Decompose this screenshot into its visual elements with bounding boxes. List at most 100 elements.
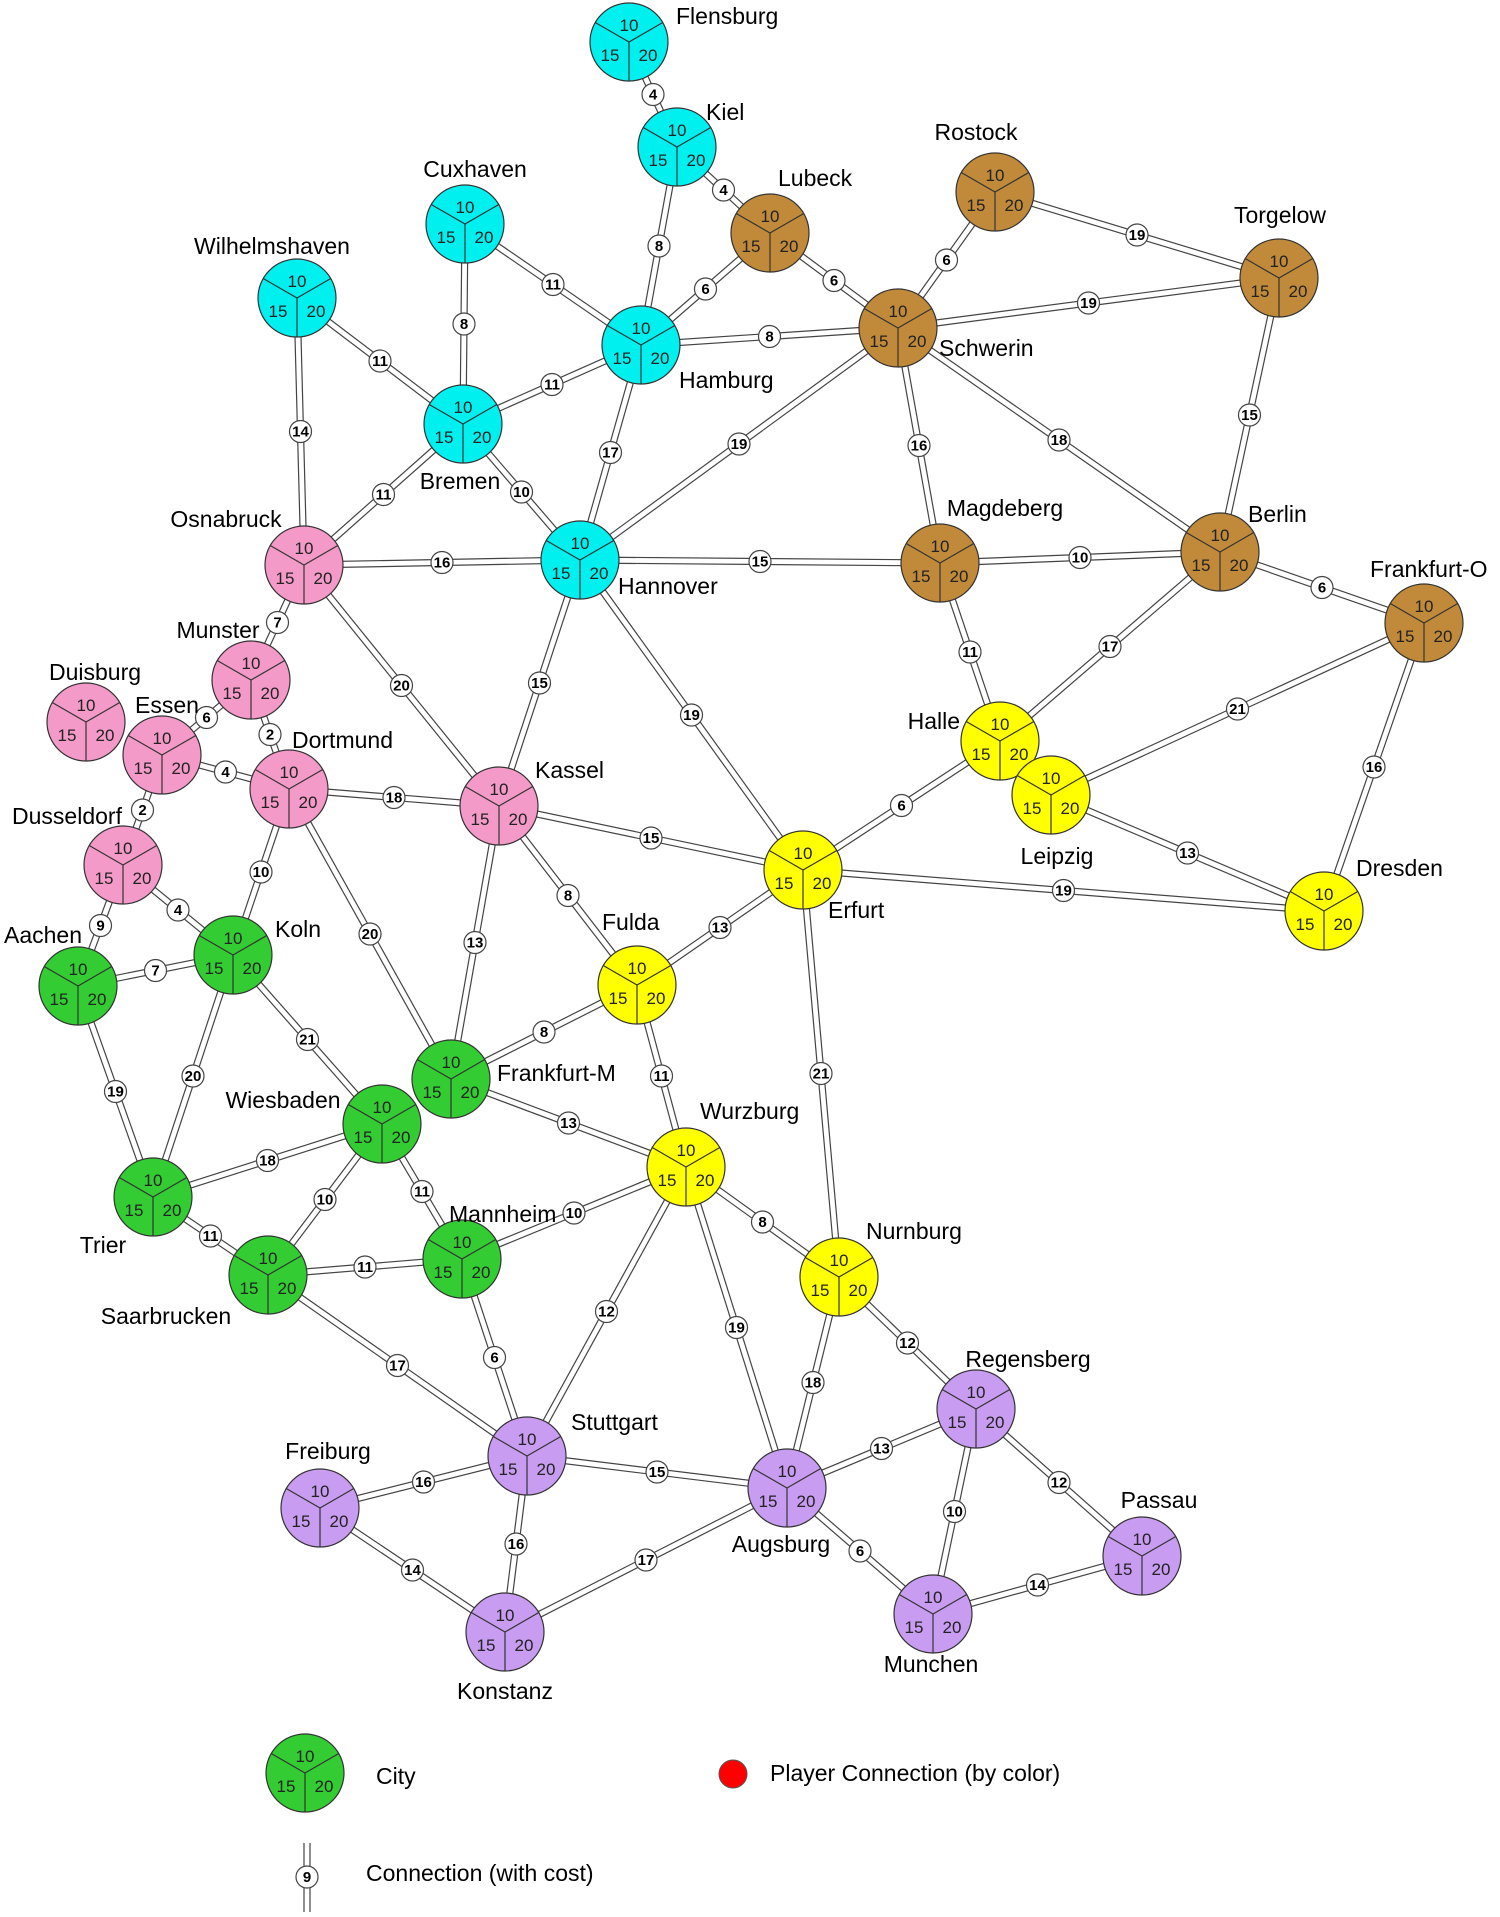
slot-10[interactable]: 10 [259,1249,278,1268]
slot-15[interactable]: 15 [95,869,114,888]
slot-10[interactable]: 10 [1415,597,1434,616]
slot-10[interactable]: 10 [288,272,307,291]
slot-15[interactable]: 15 [948,1413,967,1432]
slot-20[interactable]: 20 [475,228,494,247]
slot-20[interactable]: 20 [1434,627,1453,646]
slot-15[interactable]: 15 [905,1618,924,1637]
slot-10[interactable]: 10 [296,1747,315,1766]
slot-20[interactable]: 20 [515,1636,534,1655]
slot-20[interactable]: 20 [537,1460,556,1479]
slot-15[interactable]: 15 [292,1512,311,1531]
slot-20[interactable]: 20 [330,1512,349,1531]
slot-20[interactable]: 20 [472,1263,491,1282]
slot-10[interactable]: 10 [628,959,647,978]
slot-15[interactable]: 15 [742,237,761,256]
slot-20[interactable]: 20 [473,428,492,447]
slot-15[interactable]: 15 [601,46,620,65]
slot-10[interactable]: 10 [924,1588,943,1607]
slot-20[interactable]: 20 [88,990,107,1009]
slot-20[interactable]: 20 [299,793,318,812]
slot-10[interactable]: 10 [242,654,261,673]
slot-15[interactable]: 15 [276,569,295,588]
slot-20[interactable]: 20 [96,726,115,745]
slot-10[interactable]: 10 [518,1430,537,1449]
slot-10[interactable]: 10 [571,534,590,553]
slot-20[interactable]: 20 [1334,915,1353,934]
slot-15[interactable]: 15 [125,1201,144,1220]
slot-20[interactable]: 20 [163,1201,182,1220]
slot-10[interactable]: 10 [778,1462,797,1481]
slot-20[interactable]: 20 [651,349,670,368]
slot-20[interactable]: 20 [133,869,152,888]
slot-20[interactable]: 20 [461,1083,480,1102]
slot-10[interactable]: 10 [986,166,1005,185]
slot-20[interactable]: 20 [647,989,666,1008]
slot-20[interactable]: 20 [261,684,280,703]
slot-10[interactable]: 10 [496,1606,515,1625]
slot-15[interactable]: 15 [811,1281,830,1300]
slot-20[interactable]: 20 [314,569,333,588]
slot-15[interactable]: 15 [1023,799,1042,818]
slot-15[interactable]: 15 [354,1128,373,1147]
slot-20[interactable]: 20 [590,564,609,583]
slot-10[interactable]: 10 [1042,769,1061,788]
slot-10[interactable]: 10 [114,839,133,858]
slot-15[interactable]: 15 [261,793,280,812]
slot-15[interactable]: 15 [471,810,490,829]
slot-20[interactable]: 20 [908,332,927,351]
slot-15[interactable]: 15 [223,684,242,703]
slot-20[interactable]: 20 [696,1171,715,1190]
slot-10[interactable]: 10 [761,207,780,226]
slot-20[interactable]: 20 [1289,282,1308,301]
slot-15[interactable]: 15 [58,726,77,745]
slot-20[interactable]: 20 [243,959,262,978]
slot-15[interactable]: 15 [1114,1560,1133,1579]
slot-15[interactable]: 15 [269,302,288,321]
slot-10[interactable]: 10 [224,929,243,948]
slot-15[interactable]: 15 [972,745,991,764]
slot-15[interactable]: 15 [609,989,628,1008]
slot-10[interactable]: 10 [490,780,509,799]
slot-10[interactable]: 10 [1270,252,1289,271]
slot-20[interactable]: 20 [1230,556,1249,575]
slot-10[interactable]: 10 [453,1233,472,1252]
slot-10[interactable]: 10 [373,1098,392,1117]
slot-15[interactable]: 15 [423,1083,442,1102]
slot-15[interactable]: 15 [437,228,456,247]
slot-10[interactable]: 10 [77,696,96,715]
slot-20[interactable]: 20 [172,759,191,778]
slot-20[interactable]: 20 [687,151,706,170]
slot-15[interactable]: 15 [613,349,632,368]
slot-15[interactable]: 15 [759,1492,778,1511]
slot-15[interactable]: 15 [912,567,931,586]
slot-15[interactable]: 15 [649,151,668,170]
